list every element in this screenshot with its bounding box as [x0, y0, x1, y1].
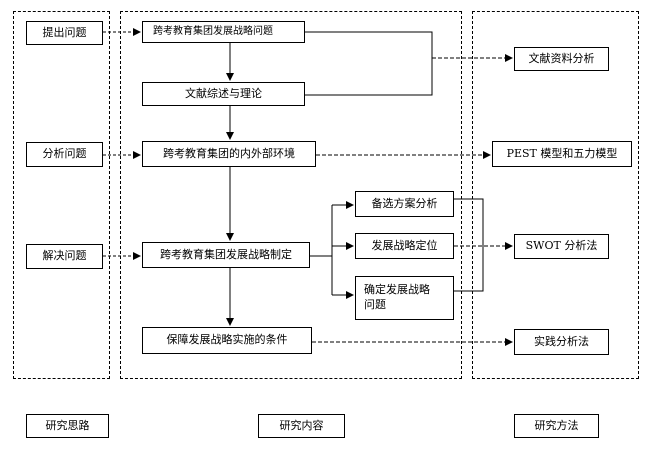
method-practice-analysis: 实践分析法 [514, 329, 609, 355]
step-analyze-problem: 分析问题 [26, 142, 103, 167]
box-alternatives-analysis: 备选方案分析 [355, 191, 454, 217]
method-swot: SWOT 分析法 [514, 234, 609, 259]
step-solve-problem: 解决问题 [26, 244, 103, 269]
box-environment: 跨考教育集团的内外部环境 [142, 141, 316, 167]
literature-bracket [305, 31, 433, 96]
method-pest-five-forces: PEST 模型和五力模型 [492, 141, 632, 167]
box-literature-theory: 文献综述与理论 [142, 82, 305, 106]
box-strategy-problem: 跨考教育集团发展战略问题 [142, 21, 305, 43]
swot-bracket [454, 198, 484, 292]
box-strategy-positioning: 发展战略定位 [355, 233, 454, 259]
box-strategy-formulation: 跨考教育集团发展战略制定 [142, 242, 310, 268]
footer-research-content: 研究内容 [258, 414, 345, 438]
research-content-column [120, 11, 462, 379]
method-literature-analysis: 文献资料分析 [514, 47, 609, 71]
box-determine-strategy-problem: 确定发展战略问题 [355, 276, 454, 320]
footer-research-method: 研究方法 [514, 414, 599, 438]
research-method-column [472, 11, 639, 379]
footer-research-approach: 研究思路 [26, 414, 109, 438]
box-implementation-conditions: 保障发展战略实施的条件 [142, 327, 312, 354]
research-approach-column [13, 11, 110, 379]
step-propose-problem: 提出问题 [26, 21, 103, 45]
